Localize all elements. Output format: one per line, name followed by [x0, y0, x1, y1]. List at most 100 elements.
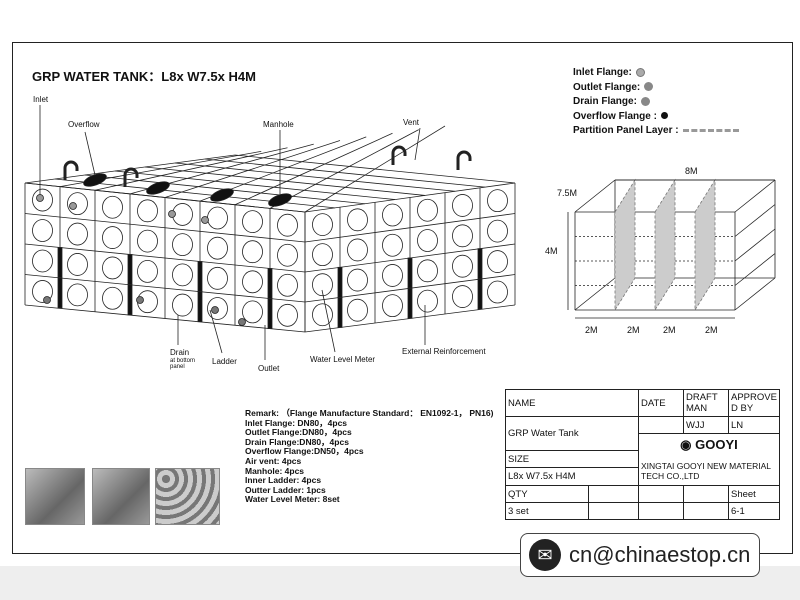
level-line: [734, 253, 776, 286]
outlet-flange-dot: [136, 296, 144, 304]
leader-line: [84, 131, 96, 176]
vent-pipe-icon: [123, 167, 139, 187]
panel-circle: [487, 219, 508, 243]
manhole-icon: [210, 188, 234, 202]
remark-line: Air vent: 4pcs: [245, 455, 302, 466]
inlet-dot-icon: [635, 67, 645, 77]
partition-dash-icon: [682, 128, 739, 132]
panel-circle: [277, 213, 298, 237]
panel-circle: [172, 263, 193, 287]
box-edge: [574, 277, 616, 311]
label-external-reinforcement: External Reinforcement: [402, 347, 486, 356]
photo-ladder: [92, 468, 150, 525]
legend-outlet: Outlet Flange:: [573, 81, 739, 96]
tb-product: GRP Water Tank: [505, 416, 639, 451]
panel-circle: [102, 195, 123, 219]
label-water-level-meter: Water Level Meter: [310, 355, 376, 364]
panel-circle: [347, 298, 368, 322]
top-grid-line: [234, 132, 393, 206]
panel-circle: [32, 219, 53, 242]
level-line: [734, 204, 776, 237]
gooyi-logo: ◉ GOOYI: [680, 437, 738, 452]
panel-circle: [417, 289, 438, 313]
panel-circle: [452, 285, 473, 308]
side-face-line: [304, 213, 516, 243]
panel-circle: [452, 224, 473, 248]
label-vent: Vent: [403, 118, 420, 127]
panel-circle: [452, 194, 473, 217]
dim-length: 8M: [685, 166, 698, 176]
label-inlet: Inlet: [33, 95, 49, 104]
mail-icon: ✉: [529, 539, 561, 571]
panel-circle: [207, 206, 228, 230]
panel-circle: [242, 300, 263, 324]
drawing-frame: [12, 42, 793, 554]
reinforcement-bar: [337, 266, 343, 298]
panel-circle: [67, 283, 88, 307]
tb-sheet-label: Sheet: [728, 485, 780, 503]
vent-pipe-icon: [63, 160, 79, 180]
tb-company: XINGTAI GOOYI NEW MATERIAL TECH CO.,LTD: [641, 461, 771, 481]
panel-circle: [277, 303, 298, 327]
panel-circle: [382, 203, 403, 227]
reinforcement-bar: [197, 261, 203, 292]
remark-line: Drain Flange:DN80，4pcs: [245, 436, 349, 447]
box-edge: [734, 179, 776, 213]
remark-line: Outlet Flange:DN80，4pcs: [245, 427, 352, 438]
front-face-line: [24, 243, 306, 273]
level-line: [734, 228, 776, 262]
tb-draft-value: WJJ: [683, 416, 729, 434]
tb-size-label: SIZE: [505, 450, 639, 468]
reinforcement-bar: [477, 248, 483, 280]
manhole-icon: [146, 181, 170, 195]
panel-circle: [102, 226, 123, 249]
panel-circle: [137, 259, 158, 283]
remark-line: Outter Ladder: 1pcs: [245, 484, 326, 495]
dim-section-4: 2M: [705, 325, 718, 335]
panel-circle: [417, 198, 438, 222]
front-face-line: [24, 213, 306, 243]
contact-badge[interactable]: ✉ cn@chinaestop.cn: [520, 533, 760, 577]
vent-pipe-icon: [456, 150, 472, 170]
reinforcement-bar: [337, 297, 343, 328]
top-grid-line: [234, 154, 516, 184]
tb-draftman-label: DRAFT MAN: [683, 389, 729, 417]
contact-email[interactable]: cn@chinaestop.cn: [569, 542, 751, 567]
label-drain-sub: at bottom panel: [170, 358, 196, 370]
remark-line: Manhole: 4pcs: [245, 465, 305, 476]
top-grid-line: [174, 162, 456, 192]
panel-circle: [347, 268, 368, 292]
outlet-flange-dot: [211, 306, 219, 314]
top-grid-line: [269, 129, 419, 209]
manhole-icon: [83, 173, 107, 187]
partition-panel: [614, 178, 636, 312]
top-grid-line: [204, 158, 486, 188]
outlet-dot-icon: [644, 82, 654, 92]
panel-circle: [382, 233, 403, 257]
panel-circle: [487, 280, 508, 304]
panel-circle: [382, 294, 403, 318]
reinforcement-bar: [267, 268, 273, 299]
inlet-flange-dot: [69, 202, 77, 210]
top-grid-line: [114, 170, 396, 200]
panel-circle: [207, 266, 228, 290]
remark-line: Water Level Meter: 8set: [245, 494, 340, 505]
legend-overflow: Overflow Flange :: [573, 110, 739, 125]
leader-line: [414, 127, 421, 161]
remark-line: Inner Ladder: 4pcs: [245, 475, 322, 486]
panel-circle: [137, 199, 158, 223]
panel-circle: [487, 189, 508, 213]
reinforcement-bar: [407, 287, 413, 319]
side-face-line: [304, 182, 516, 213]
panel-circle: [67, 222, 88, 246]
drain-dot-icon: [640, 96, 650, 106]
panel-circle: [102, 286, 123, 310]
tb-sheet-value: 6-1: [728, 502, 780, 520]
panel-circle: [67, 253, 88, 276]
panel-circle: [312, 243, 333, 267]
inlet-flange-dot: [201, 216, 209, 224]
tb-qty-value: 3 set: [505, 502, 589, 520]
panel-circle: [207, 297, 228, 320]
panel-circle: [417, 229, 438, 252]
remark-line: Inlet Flange: DN80，4pcs: [245, 417, 348, 428]
